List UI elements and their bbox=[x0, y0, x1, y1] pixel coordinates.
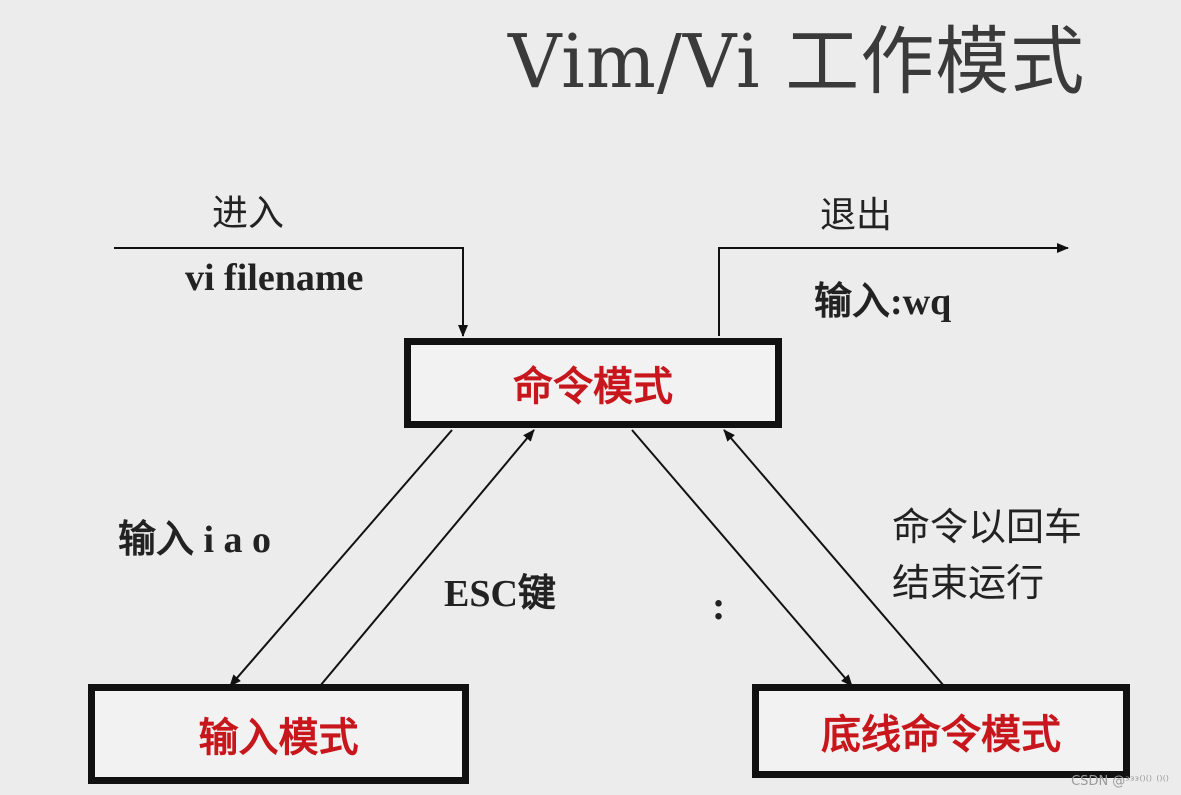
diagram-title: Vim/Vi 工作模式 bbox=[508, 19, 1086, 105]
esc-key-label: ESC键 bbox=[444, 573, 556, 615]
enter-run-label-line1: 命令以回车 bbox=[892, 505, 1083, 549]
to-lastline-arrow bbox=[631, 429, 853, 687]
lastline-mode-label: 底线命令模式 bbox=[821, 712, 1061, 758]
exit-arrow bbox=[718, 243, 1069, 336]
lastline-mode-box: 底线命令模式 bbox=[752, 684, 1130, 778]
watermark: CSDN @ᵌᵌᵌ⁽⁾⁽⁾ ⁽⁾⁽⁾ bbox=[1071, 774, 1169, 789]
to-insert-arrow bbox=[229, 429, 453, 687]
exit-label: 退出 bbox=[820, 195, 893, 236]
esc-arrow bbox=[319, 429, 535, 687]
enter-arrow bbox=[114, 247, 468, 337]
enter-command-label: vi filename bbox=[185, 257, 364, 299]
insert-mode-box: 输入模式 bbox=[88, 684, 469, 784]
lastline-return-arrow bbox=[723, 429, 945, 687]
colon-label: : bbox=[712, 583, 726, 628]
command-mode-label: 命令模式 bbox=[513, 364, 673, 410]
insert-keys-label: 输入 i a o bbox=[118, 519, 272, 561]
insert-mode-label: 输入模式 bbox=[198, 715, 359, 761]
enter-run-label-line2: 结束运行 bbox=[892, 561, 1045, 605]
exit-command-label: 输入:wq bbox=[814, 281, 952, 323]
enter-label: 进入 bbox=[212, 193, 285, 234]
command-mode-box: 命令模式 bbox=[404, 338, 782, 428]
